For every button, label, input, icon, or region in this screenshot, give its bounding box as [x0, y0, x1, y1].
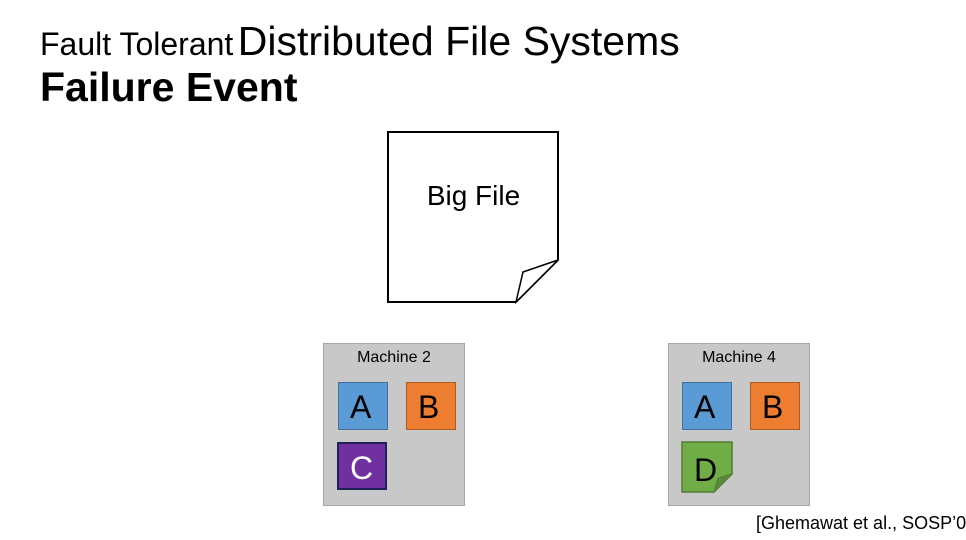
chunk-a: A	[338, 382, 388, 430]
file-label: Big File	[426, 180, 521, 211]
machine-title: Machine 2	[357, 349, 431, 366]
citation: [Ghemawat et al., SOSP’0	[756, 513, 966, 533]
machine-2-box: Machine 2 A B C	[323, 343, 465, 506]
page-title: Fault Tolerant Distributed File Systems	[40, 18, 680, 65]
title-part-1: Fault Tolerant	[40, 26, 234, 62]
chunk-c: C	[337, 442, 387, 490]
chunk-a: A	[682, 382, 732, 430]
machine-4-box: Machine 4 A B D	[668, 343, 810, 506]
chunk-d-shape	[681, 441, 734, 494]
chunk-d-label: D	[694, 452, 718, 488]
chunk-b: B	[406, 382, 456, 430]
slide-subtitle: Failure Event	[40, 64, 298, 110]
machine-title: Machine 4	[702, 349, 776, 366]
chunk-b: B	[750, 382, 800, 430]
title-part-2: Distributed File Systems	[237, 18, 680, 64]
document-icon	[387, 131, 559, 305]
